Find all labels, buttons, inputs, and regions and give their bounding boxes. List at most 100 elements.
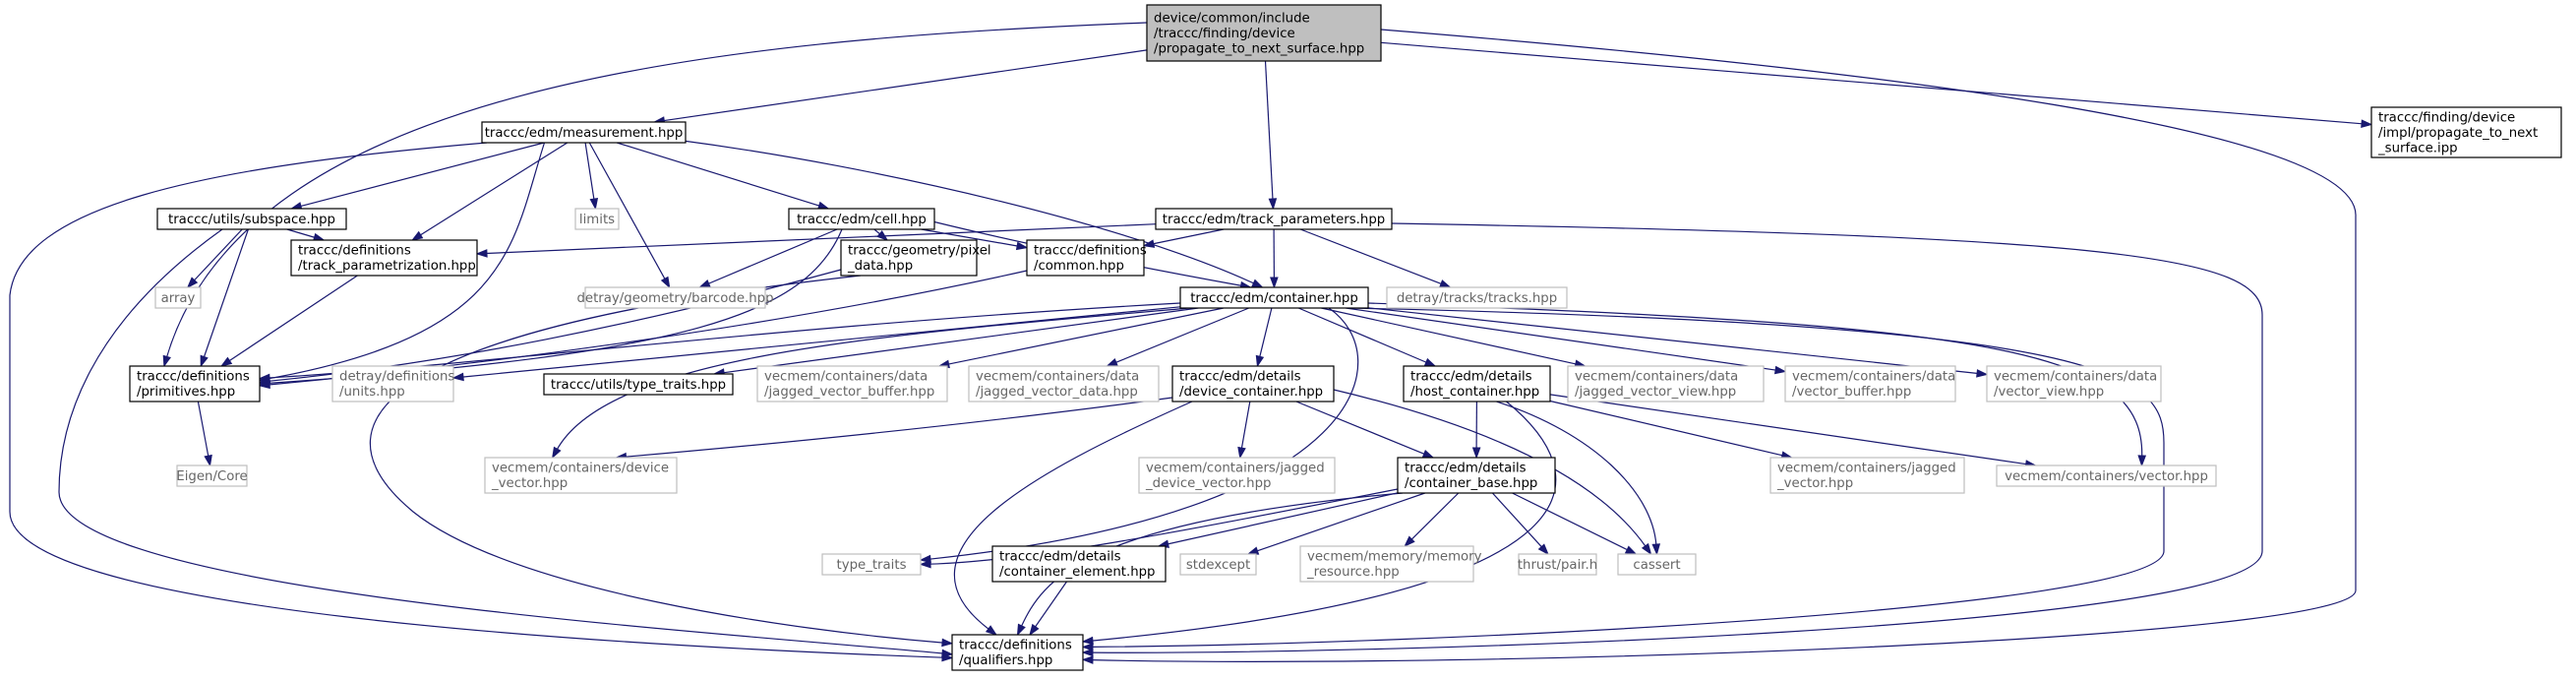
edge-container_base-to-memory_resource [1404,492,1460,548]
edge-container-to-vector [1367,302,2147,467]
node-thrust-pair: thrust/pair.h [1518,553,1597,576]
node-container[interactable]: traccc/edm/container.hpp [1179,286,1369,309]
edge-line [268,142,546,380]
edge-root-to-track_parameters [1264,60,1278,211]
node-box [1784,365,1956,402]
node-tracks: detray/tracks/tracks.hpp [1386,286,1568,309]
arrowhead [1268,198,1278,211]
edge-line [1152,228,1225,245]
node-box [788,208,935,230]
arrowhead [1029,623,1040,637]
arrowhead [919,559,931,569]
arrowhead [919,554,931,564]
node-impl-propagate[interactable]: traccc/finding/device/impl/propagate_to_… [2370,106,2562,158]
edge-line [203,228,249,358]
node-measurement[interactable]: traccc/edm/measurement.hpp [481,121,687,144]
edge-line [193,228,243,281]
node-box [484,457,678,494]
node-box [1179,553,1257,576]
edge-primitives-to-eigen [197,401,212,467]
node-primitives[interactable]: traccc/definitions/primitives.hpp [129,365,261,402]
node-label-line: /jagged_vector_data.hpp [976,385,1138,400]
node-label-line: /common.hpp [1034,259,1124,274]
node-type-traits: type_traits [821,553,922,576]
edge-container_base-to-cassert [1512,492,1638,555]
edge-line [1491,492,1543,548]
node-limits: limits [574,208,620,230]
arrowhead [1016,623,1026,637]
node-common[interactable]: traccc/definitions/common.hpp [1026,239,1147,277]
edge-container_base-to-stdexcept [1246,492,1425,555]
node-label-line: /container_base.hpp [1405,476,1537,491]
arrowhead [258,380,270,390]
edge-line [197,401,210,458]
node-root: device/common/include/traccc/finding/dev… [1146,4,1382,62]
edge-device_container-to-container_base [1295,401,1435,459]
arrowhead [1246,546,1260,555]
edge-line [953,401,1193,631]
node-label-line: /impl/propagate_to_next [2378,126,2538,141]
node-track-parameters[interactable]: traccc/edm/track_parameters.hpp [1155,208,1393,230]
edge-cell-to-pixel_data [873,228,889,241]
node-box [1171,365,1335,402]
node-box [1518,553,1597,576]
edge-line [1091,401,1557,642]
node-label-line: traccc/edm/cell.hpp [797,213,927,227]
edge-line [1034,581,1067,628]
edge-line [1256,492,1425,552]
node-box [1567,365,1765,402]
edge-line [299,142,545,208]
edge-line [1297,307,1428,364]
edge-line [1321,307,1577,365]
arrowhead [1237,446,1246,460]
edge-line [929,307,1359,560]
node-container-base[interactable]: traccc/edm/details/container_base.hpp [1397,457,1556,494]
node-eigen: Eigen/Core [176,464,248,487]
node-box [756,365,948,402]
node-label-line: type_traits [836,558,906,573]
node-qualifiers[interactable]: traccc/definitions/qualifiers.hpp [951,634,1084,671]
node-host-container[interactable]: traccc/edm/details/host_container.hpp [1403,365,1551,402]
node-box [584,286,766,309]
node-box [991,545,1167,583]
edge-container-to-host_container [1297,307,1437,367]
node-container-element[interactable]: traccc/edm/details/container_element.hpp [991,545,1167,583]
node-pixel-data[interactable]: traccc/geometry/pixel_data.hpp [840,239,991,277]
edge-subspace-to-qualifiers [58,228,954,658]
node-box [1403,365,1551,402]
node-cell[interactable]: traccc/edm/cell.hpp [788,208,935,230]
node-box [2370,106,2562,158]
node-type-traits-hpp[interactable]: traccc/utils/type_traits.hpp [543,373,734,396]
edge-line [556,307,1191,451]
node-label-line: detray/tracks/tracks.hpp [1397,291,1557,306]
node-label-line: detray/definitions [339,370,454,385]
node-box [1996,464,2217,487]
node-box [1155,208,1393,230]
arrowhead [1423,357,1437,367]
node-box [574,208,620,230]
node-label-line: traccc/definitions [959,639,1072,653]
node-subspace[interactable]: traccc/utils/subspace.hpp [156,208,347,230]
edge-container_base-to-type_traits [919,488,1399,569]
node-units: detray/definitions/units.hpp [331,365,454,402]
edge-host_container-to-qualifiers [1081,401,1557,646]
edge-root-to-measurement [652,49,1148,125]
edge-container_base-to-thrust_pair [1491,492,1549,556]
node-label-line: traccc/finding/device [2378,110,2515,125]
edge-device_container-to-jagged_device_vector [1237,401,1251,460]
node-label-line: traccc/edm/track_parameters.hpp [1163,213,1385,227]
edge-line [1295,401,1425,456]
edge-line [1367,307,1979,375]
edge-line [675,139,1255,284]
node-box [1617,553,1697,576]
edge-line [947,307,1225,365]
edge-container-to-vector_buffer [1346,307,1787,375]
arrowhead [1270,277,1279,289]
node-device-container[interactable]: traccc/edm/details/device_container.hpp [1171,365,1335,402]
edge-container_base-to-container_element [1157,492,1399,548]
node-jagged-vector: vecmem/containers/jagged_vector.hpp [1769,457,1965,494]
node-label-line: array [161,291,196,306]
node-label-line: /primitives.hpp [137,385,235,400]
node-track-param[interactable]: traccc/definitions/track_parametrization… [290,239,478,277]
arrowhead [941,649,954,658]
